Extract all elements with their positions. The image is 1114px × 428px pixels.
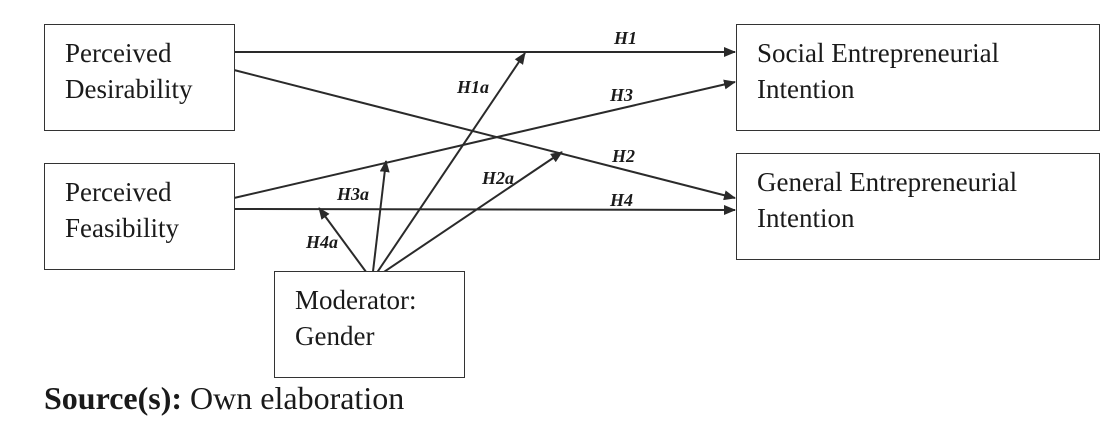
label-h3a: H3a: [336, 184, 369, 204]
label-h2a: H2a: [481, 168, 514, 188]
arrow-h4: [233, 204, 736, 215]
box-line: Intention: [757, 74, 855, 104]
arrow-h2: [233, 69, 736, 201]
label-h3: H3: [609, 85, 633, 105]
box-line: Gender: [295, 321, 375, 351]
box-social-entrepreneurial-intention: Social Entrepreneurial Intention: [736, 24, 1100, 131]
box-line: Desirability: [65, 74, 193, 104]
label-h1a: H1a: [456, 77, 489, 97]
box-line: Intention: [757, 203, 855, 233]
box-general-entrepreneurial-intention: General Entrepreneurial Intention: [736, 153, 1100, 260]
label-h4a: H4a: [305, 232, 338, 252]
label-h4: H4: [609, 190, 633, 210]
source-text: Own elaboration: [182, 380, 405, 416]
arrow-h4a: [318, 207, 373, 281]
box-moderator-gender: Moderator: Gender: [274, 271, 465, 378]
box-line: Social Entrepreneurial: [757, 38, 1000, 68]
label-h1: H1: [613, 28, 637, 48]
arrow-h3: [233, 79, 736, 199]
arrow-h3a: [371, 160, 390, 281]
box-line: Perceived: [65, 38, 172, 68]
source-label: Source(s):: [44, 380, 183, 416]
box-line: General Entrepreneurial: [757, 167, 1018, 197]
box-line: Moderator:: [295, 285, 417, 315]
arrow-h1a: [371, 52, 526, 281]
box-line: Feasibility: [65, 213, 179, 243]
box-perceived-desirability: Perceived Desirability: [44, 24, 235, 131]
label-h2: H2: [611, 146, 635, 166]
box-perceived-feasibility: Perceived Feasibility: [44, 163, 235, 270]
source-note: Source(s): Own elaboration: [44, 380, 404, 417]
box-line: Perceived: [65, 177, 172, 207]
arrow-h2a: [371, 151, 563, 281]
